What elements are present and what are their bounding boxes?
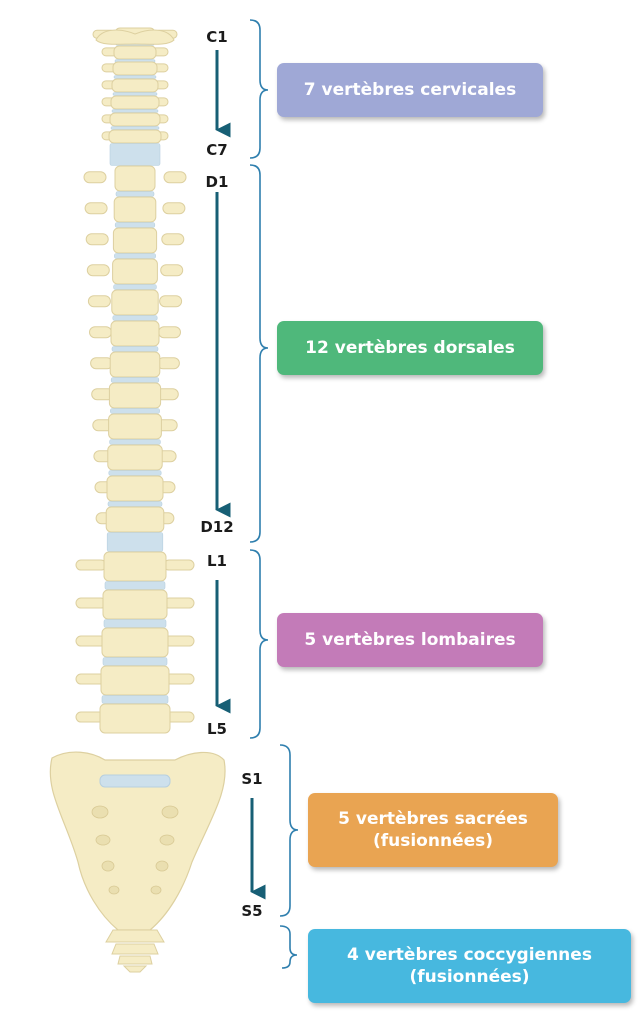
vertebra-d3-process-right [161, 233, 185, 246]
vertebra-d5-process-left [87, 295, 111, 308]
region-box-lombaires: 5 vertèbres lombaires [277, 613, 543, 667]
vertebra-d8-body [108, 382, 162, 409]
vertebra-l1-disc [104, 581, 166, 590]
vertebra-d1-process-left [83, 171, 107, 184]
region-box-coccygiennes: 4 vertèbres coccygiennes (fusionnées) [308, 929, 631, 1003]
vertebra-c7-body [108, 129, 162, 144]
vertebra-l2-process-right [163, 597, 195, 609]
vertebra-c4-body [111, 78, 159, 93]
vertebra-d10-disc [108, 470, 162, 476]
vertebra-l1-body [103, 551, 167, 582]
vertebra-d2-body [113, 196, 157, 223]
vertebra-l4-body [100, 665, 170, 696]
region-lombaires-line1: 5 vertèbres lombaires [304, 630, 516, 650]
vertebra-d5-disc [112, 315, 158, 321]
vertebra-c2-body [113, 45, 157, 60]
vertebra-c5-disc [111, 109, 159, 113]
region-cervicales-line1: 7 vertèbres cervicales [303, 80, 517, 100]
coccyx [105, 929, 165, 973]
vertebra-d3-process-left [85, 233, 109, 246]
vertebra-d7-body [109, 351, 161, 378]
vertebra-d6-process-right [158, 326, 181, 339]
vertebra-l2-disc [103, 619, 167, 628]
vertebra-l3-disc [102, 657, 168, 666]
label-c7: C7 [206, 141, 227, 159]
vertebra-d11-body [106, 475, 164, 502]
label-s1: S1 [241, 770, 262, 788]
vertebra-c3-body [112, 61, 158, 76]
brace-dorsal [249, 164, 269, 543]
vertebra-l2-body [102, 589, 168, 620]
vertebra-d1-body [114, 165, 156, 192]
vertebra-d5-body [111, 289, 159, 316]
brace-coccygeal [279, 925, 298, 969]
vertebra-d12-body [105, 506, 165, 533]
vertebra-d5-process-right [159, 295, 183, 308]
disc-l5-s1 [99, 774, 171, 788]
vertebra-l5-body [99, 703, 171, 734]
label-d1: D1 [206, 173, 229, 191]
brace-lumbar [249, 549, 269, 739]
region-sacrees-line2: (fusionnées) [372, 831, 494, 851]
region-coccygiennes-line2: (fusionnées) [409, 967, 530, 987]
vertebra-d3-body [112, 227, 158, 254]
vertebra-d3-disc [114, 253, 156, 259]
vertebra-d1-disc [115, 191, 155, 197]
vertebra-c4-disc [112, 92, 158, 96]
vertebra-l3-body [101, 627, 169, 658]
sacral-foramina [91, 805, 179, 895]
vertebra-l1-process-right [163, 559, 195, 571]
label-s5: S5 [241, 902, 262, 920]
vertebra-d2-disc [114, 222, 156, 228]
vertebra-c6-body [109, 112, 161, 127]
vertebra-d9-disc [109, 439, 161, 445]
sacrum [49, 751, 226, 931]
region-box-dorsales: 12 vertèbres dorsales [277, 321, 543, 375]
vertebra-c1-wings [95, 29, 175, 45]
vertebra-d4-disc [113, 284, 157, 290]
vertebra-d2-process-right [162, 202, 186, 215]
region-box-cervicales: 7 vertèbres cervicales [277, 63, 543, 117]
vertebra-d2-process-left [84, 202, 108, 215]
vertebra-d6-body [110, 320, 160, 347]
vertebra-d7-process-right [156, 357, 180, 370]
label-d12: D12 [200, 518, 233, 536]
brace-sacral [279, 744, 299, 917]
vertebra-c6-disc [110, 126, 160, 130]
vertebra-d4-process-right [160, 264, 184, 277]
vertebra-d4-process-left [86, 264, 110, 277]
vertebra-d1-process-right [163, 171, 187, 184]
vertebra-d4-body [112, 258, 158, 285]
vertebra-c3-disc [113, 75, 157, 79]
vertebra-l1-process-left [75, 559, 107, 571]
label-c1: C1 [206, 28, 227, 46]
vertebra-d7-disc [110, 377, 160, 383]
vertebra-l4-disc [101, 695, 169, 704]
vertebra-d9-body [108, 413, 162, 440]
label-l1: L1 [207, 552, 227, 570]
region-dorsales-line1: 12 vertèbres dorsales [305, 338, 515, 358]
vertebra-c7-disc [109, 143, 161, 166]
label-l5: L5 [207, 720, 227, 738]
vertebra-c5-body [110, 95, 160, 110]
spine-illustration [75, 27, 195, 734]
vertebra-l2-process-left [75, 597, 107, 609]
vertebra-d11-disc [107, 501, 163, 507]
vertebra-d10-body [107, 444, 163, 471]
brace-cervical [249, 19, 269, 159]
vertebra-d6-process-left [89, 326, 112, 339]
vertebra-d6-disc [111, 346, 159, 352]
vertebra-d12-disc [106, 532, 164, 552]
region-sacrees-line1: 5 vertèbres sacrées [338, 809, 528, 829]
region-coccygiennes-line1: 4 vertèbres coccygiennes [347, 945, 592, 965]
vertebra-d8-disc [110, 408, 160, 414]
vertebra-d7-process-left [90, 357, 114, 370]
region-box-sacrees: 5 vertèbres sacrées (fusionnées) [308, 793, 558, 867]
